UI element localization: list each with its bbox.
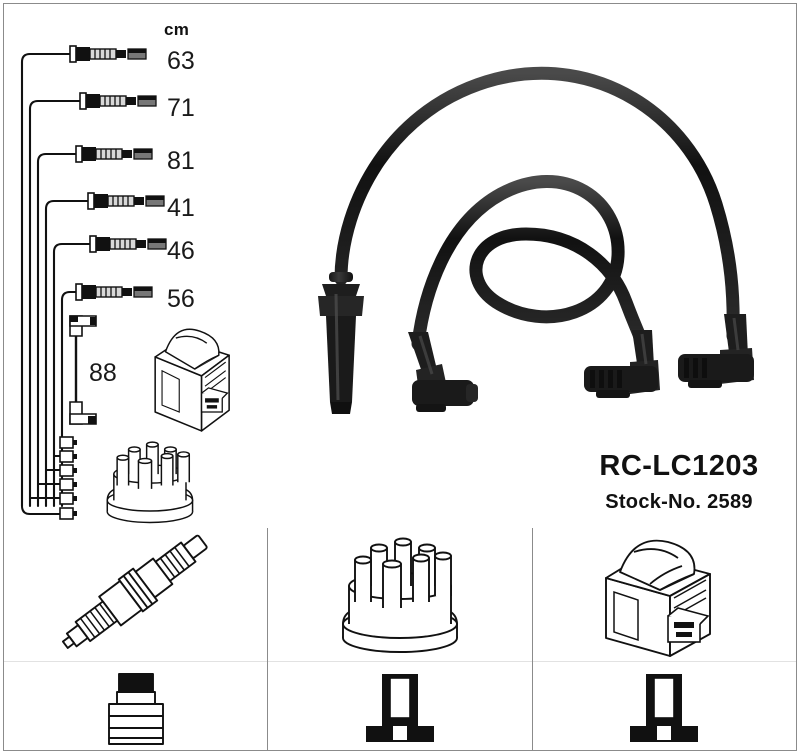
spark-plug-boot-angled-left [408, 332, 478, 412]
upper-diagram-area: cm 63 71 81 41 46 56 88 [4, 4, 796, 527]
panel-ignition-coil-top [533, 528, 796, 658]
panel-ignition-coil-bottom [532, 661, 796, 750]
spark-plug-boot-straight [318, 272, 364, 414]
distributor-cap-schematic-small [106, 441, 194, 524]
panel-distributor-cap-bottom [268, 661, 532, 750]
distributor-cap-icon [342, 537, 458, 653]
panel-spark-plug-top [4, 528, 267, 658]
cable-connector-63 [69, 45, 147, 63]
panel-spark-plug [4, 528, 269, 750]
spark-plug-boot-angled-right-inner [584, 330, 660, 398]
coil-lead-88-schematic [69, 315, 97, 425]
ignition-cable-photo [318, 66, 754, 414]
spark-plug-connector-boot-icon [107, 673, 164, 745]
panel-spark-plug-bottom [4, 661, 268, 750]
product-code: RC-LC1203 [599, 450, 759, 482]
cable-length-1: 63 [167, 47, 195, 75]
cable-length-4: 41 [167, 194, 195, 222]
cable-length-2: 71 [167, 94, 195, 122]
cable-connector-41 [87, 192, 165, 210]
cable-length-5: 46 [167, 237, 195, 265]
cable-loop [411, 174, 648, 351]
ignition-coil-icon [605, 539, 712, 657]
unit-header: cm [164, 20, 190, 39]
cable-length-3: 81 [167, 147, 195, 175]
cable-connector-56 [75, 283, 153, 301]
spark-plug-icon [61, 534, 208, 649]
spark-plug-boot-angled-right-outer [678, 314, 754, 388]
ignition-coil-schematic-small [154, 328, 230, 432]
cable-connector-81 [75, 145, 153, 163]
stock-number: Stock-No. 2589 [605, 491, 753, 513]
component-panels [4, 528, 796, 750]
distributor-connector-terminal-icon [365, 674, 434, 742]
cable-length-6: 56 [167, 285, 195, 313]
coil-lead-length: 88 [89, 359, 117, 387]
coil-connector-terminal-icon [630, 674, 699, 742]
cable-bundle-ends [21, 436, 77, 520]
panel-distributor-cap-top [268, 528, 531, 658]
cable-long [334, 66, 740, 343]
cable-connector-46 [89, 235, 167, 253]
ignition-cable-set-schematic [20, 45, 230, 524]
panel-distributor-cap [268, 528, 533, 750]
panel-ignition-coil [532, 528, 796, 750]
cable-connector-71 [79, 92, 157, 110]
